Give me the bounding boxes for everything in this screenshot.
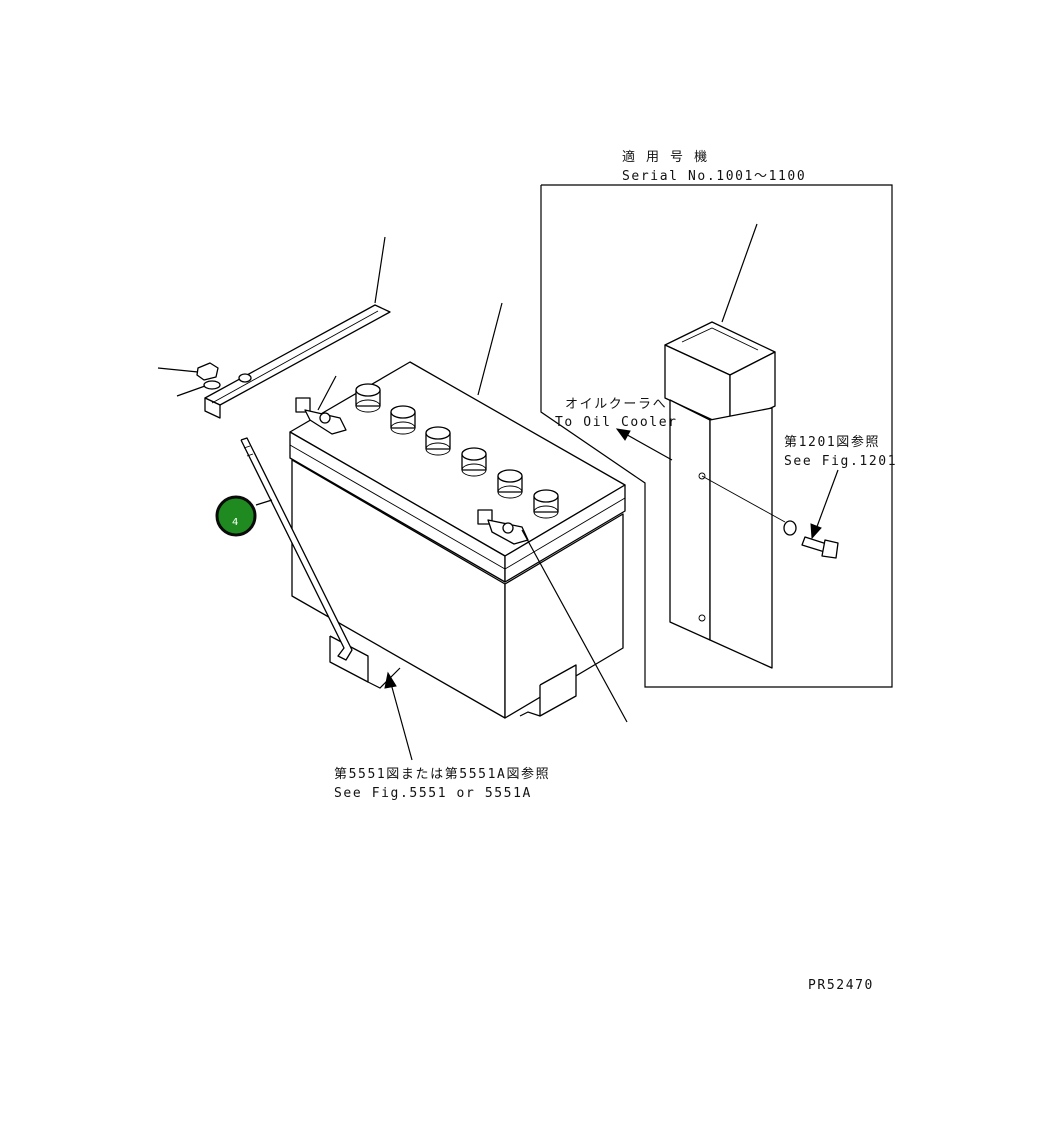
fig-5551-label-en: See Fig.5551 or 5551A: [334, 786, 532, 801]
nut-and-washer: [157, 362, 221, 397]
inset-frame: [540, 184, 893, 688]
cable-leader-line: [521, 529, 628, 723]
vent-caps: [355, 383, 559, 519]
battery-terminal-left: [295, 375, 347, 435]
callout-4-number: 4: [232, 517, 238, 528]
oil-cooler-label-en: To Oil Cooler: [555, 415, 678, 430]
washer-leader-line: [176, 385, 206, 397]
fig-5551-arrow: [384, 671, 413, 761]
oil-cooler-label-jp: オイルクーラへ: [565, 397, 667, 412]
fig-1201-label-en: See Fig.1201: [784, 454, 897, 469]
serial-range-label-jp: 適 用 号 機: [622, 149, 709, 165]
battery-holder-left: [329, 635, 401, 689]
callout-4[interactable]: 4: [215, 495, 257, 537]
bracket-bolt-head: [238, 373, 252, 383]
j-bolt: [240, 437, 353, 661]
oil-cooler-arrow: [615, 428, 673, 461]
battery-leader-line: [477, 302, 503, 396]
duct-leader-line: [721, 223, 758, 323]
nut-leader-line: [157, 367, 199, 373]
hold-down-bracket: [204, 236, 391, 419]
battery: [289, 302, 628, 723]
terminal-leader-line: [317, 375, 337, 411]
drawing-number: PR52470: [808, 978, 874, 993]
callout-4-leader-line: [255, 499, 273, 506]
fig-1201-label-jp: 第1201図参照: [784, 434, 880, 450]
battery-terminal-right: [477, 509, 628, 723]
duct-cover: [664, 223, 776, 669]
fig-5551-label-jp: 第5551図または第5551A図参照: [334, 766, 550, 782]
battery-holder-right: [519, 664, 577, 717]
callout-4-circle[interactable]: [215, 495, 257, 537]
serial-range-label-en: Serial No.1001〜1100: [622, 169, 806, 184]
bracket-leader-line: [374, 236, 386, 304]
mounting-bolt: [701, 469, 839, 559]
